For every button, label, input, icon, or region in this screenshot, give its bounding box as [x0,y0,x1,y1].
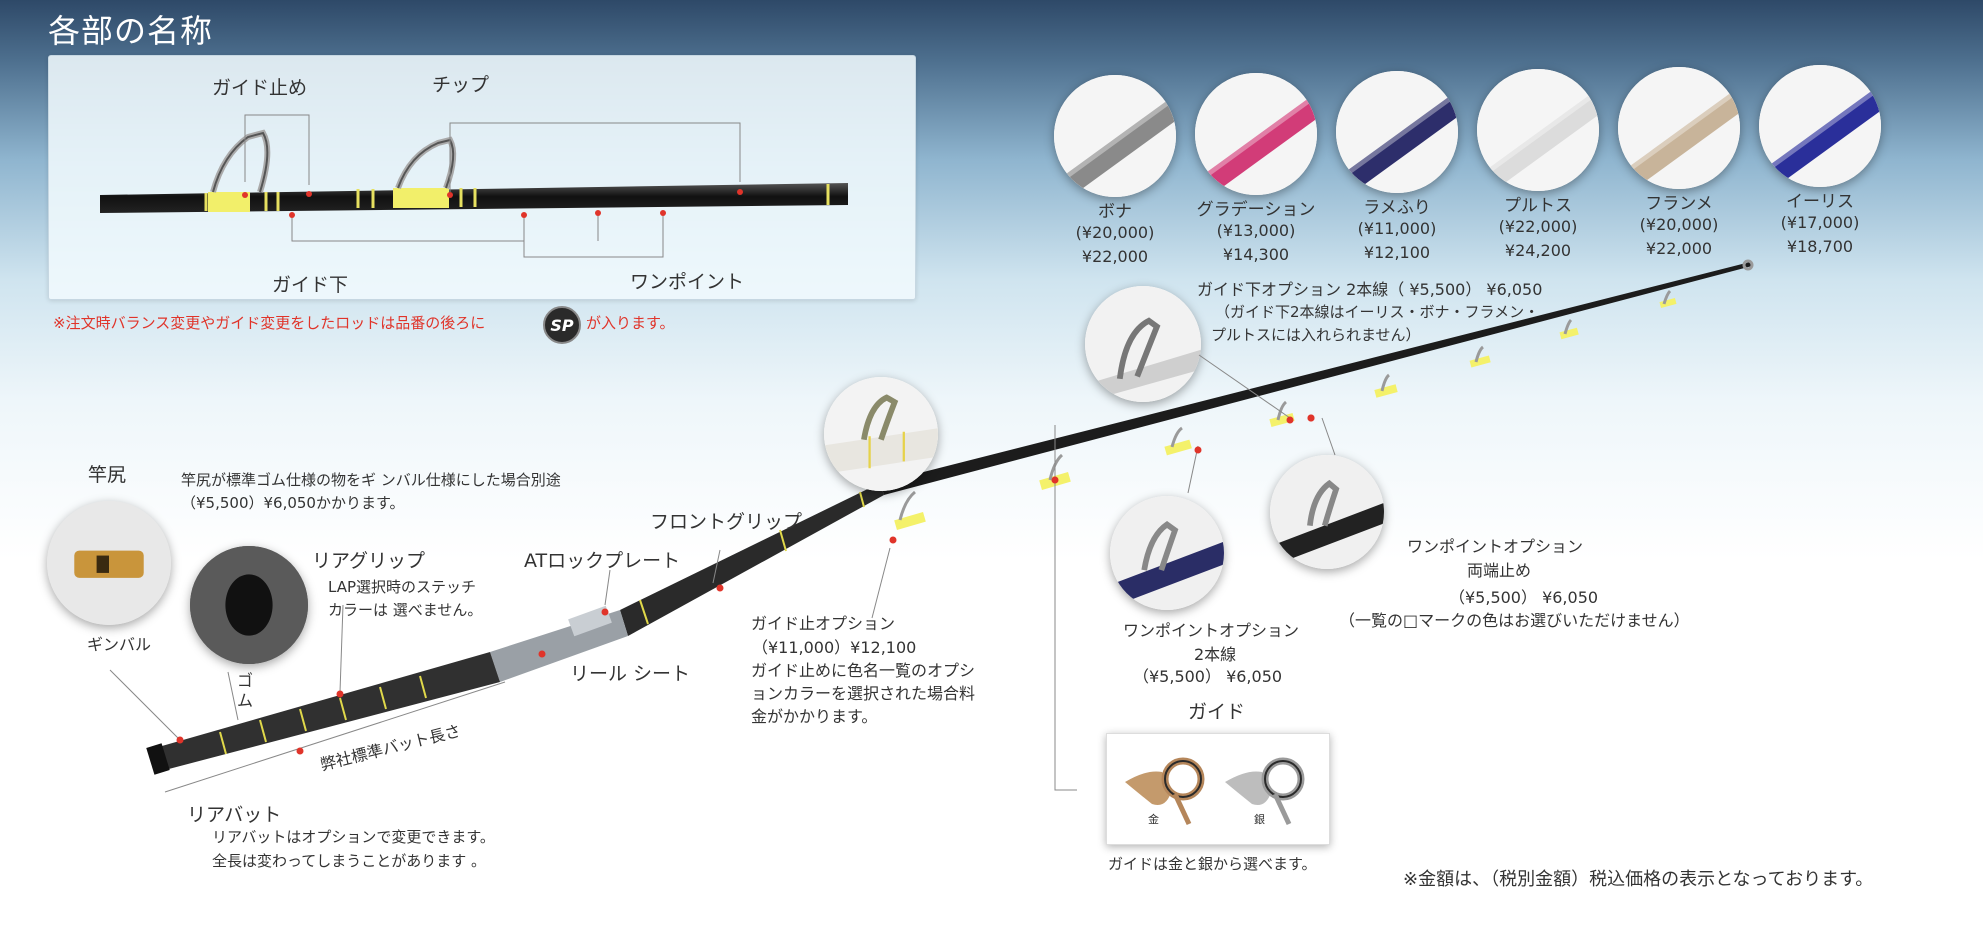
one-point-both-line3: （¥5,500） ¥6,050 [1449,588,1599,607]
one-point-both-photo [1270,455,1384,569]
sp-note-after: が入ります。 [586,314,675,332]
guide-under-option-line2: （ガイド下2本線はイーリス・ボナ・フラメン・ [1215,303,1540,321]
color-swatch-photo [1195,73,1317,195]
label-rear-grip: リアグリップ [312,550,426,572]
guide-stop-option-line1: ガイド止オプション [751,614,896,633]
rear-grip-note-line2: カラーは 選べません。 [328,601,483,619]
rear-grip-note-line1: LAP選択時のステッチ [328,578,477,596]
guide-stop-option-photo [824,377,938,491]
color-swatch-price: ¥22,000 [1645,239,1713,258]
color-swatch-base-price: (¥20,000) [1075,223,1155,242]
label-butt: 竿尻 [88,464,127,486]
color-swatch-base-price: (¥13,000) [1216,221,1296,240]
color-swatch-name: フランメ [1645,194,1713,214]
guide-stop-option-line5: 金がかかります。 [751,707,878,726]
guide-stop-option-line4: ョンカラーを選択された場合料 [751,684,976,703]
rear-butt-note-line1: リアバットはオプションで変更できます。 [212,828,495,846]
label-guide-gold: 金 [1148,813,1159,826]
color-swatch-photo [1054,75,1176,197]
label-rear-butt: リアバット [187,804,282,826]
color-swatch-name: グラデーション [1196,200,1316,220]
label-rubber: ゴム [237,671,254,710]
label-guide: ガイド [1188,701,1246,723]
one-point-both-line1: ワンポイントオプション [1407,537,1584,556]
guide-stop-option-line3: ガイド止めに色名一覧のオプシ [751,661,976,680]
color-swatch-photo [1477,69,1599,191]
color-swatch-photo [1336,71,1458,193]
color-swatch-price: ¥12,100 [1363,243,1431,262]
guide-under-option-line3: プルトスには入れられません） [1211,326,1421,344]
color-swatch-price: ¥14,300 [1222,245,1290,264]
label-one-point: ワンポイント [630,271,745,293]
color-swatch-base-price: (¥17,000) [1780,213,1860,232]
one-point-both-line2: 両端止め [1467,561,1532,580]
guide-under-option-photo [1085,286,1201,402]
sp-note: ※注文時バランス変更やガイド変更をしたロッドは品番の後ろに [53,313,485,333]
guide-note: ガイドは金と銀から選べます。 [1108,855,1317,873]
color-swatch-price: ¥24,200 [1504,241,1572,260]
color-swatch-photo [1759,65,1881,187]
label-guide-stop: ガイド止め [212,77,308,99]
one-point-2lines-photo [1110,496,1224,610]
guide-stop-option-line2: （¥11,000）¥12,100 [752,638,917,657]
rod-detail-illustration [100,114,848,258]
label-guide-silver: 銀 [1254,813,1265,826]
color-swatch-name: ラメふり [1363,198,1431,218]
guide-under-option-line1: ガイド下オプション 2本線（ ¥5,500） ¥6,050 [1197,280,1543,299]
sp-mark-icon: SP [543,306,581,344]
one-point-2lines-line2: 2本線 [1194,645,1237,664]
rear-butt-note-line2: 全長は変わってしまうことがあります 。 [212,852,487,870]
gimbal-photo [47,501,171,625]
color-swatch-name: プルトス [1504,196,1572,216]
footer-note: ※金額は、（税別金額）税込価格の表示となっております。 [1403,869,1874,890]
color-swatch-base-price: (¥22,000) [1498,217,1578,236]
label-front-grip: フロントグリップ [650,511,803,533]
color-swatch-name: ボナ [1098,202,1132,222]
label-at-lock-plate: ATロックプレート [524,550,681,572]
color-swatch-base-price: (¥11,000) [1357,219,1437,238]
guide-photo [1106,733,1330,845]
rod-detail-panel [48,55,916,300]
butt-note-line2: （¥5,500）¥6,050かかります。 [181,494,405,512]
rubber-cap-photo [190,546,308,664]
page-title: 各部の名称 [48,12,214,50]
sp-note-before: ※注文時バランス変更やガイド変更をしたロッドは品番の後ろに [53,314,486,332]
color-swatch-price: ¥18,700 [1786,237,1854,256]
color-swatch-price: ¥22,000 [1081,247,1149,266]
color-swatch-base-price: (¥20,000) [1639,215,1719,234]
color-swatch-photo [1618,67,1740,189]
one-point-2lines-line3: （¥5,500） ¥6,050 [1133,667,1283,686]
color-swatch-name: イーリス [1786,192,1854,212]
one-point-2lines-line1: ワンポイントオプション [1123,621,1300,640]
label-gimbal: ギンバル [87,635,152,654]
butt-note-line1: 竿尻が標準ゴム仕様の物をギ ンバル仕様にした場合別途 [181,471,561,489]
label-reel-seat: リール シート [570,663,691,685]
one-point-both-line4: （一覧の□マークの色はお選びいただけません） [1339,611,1690,630]
label-tip: チップ [432,74,490,96]
label-guide-under: ガイド下 [272,274,349,296]
